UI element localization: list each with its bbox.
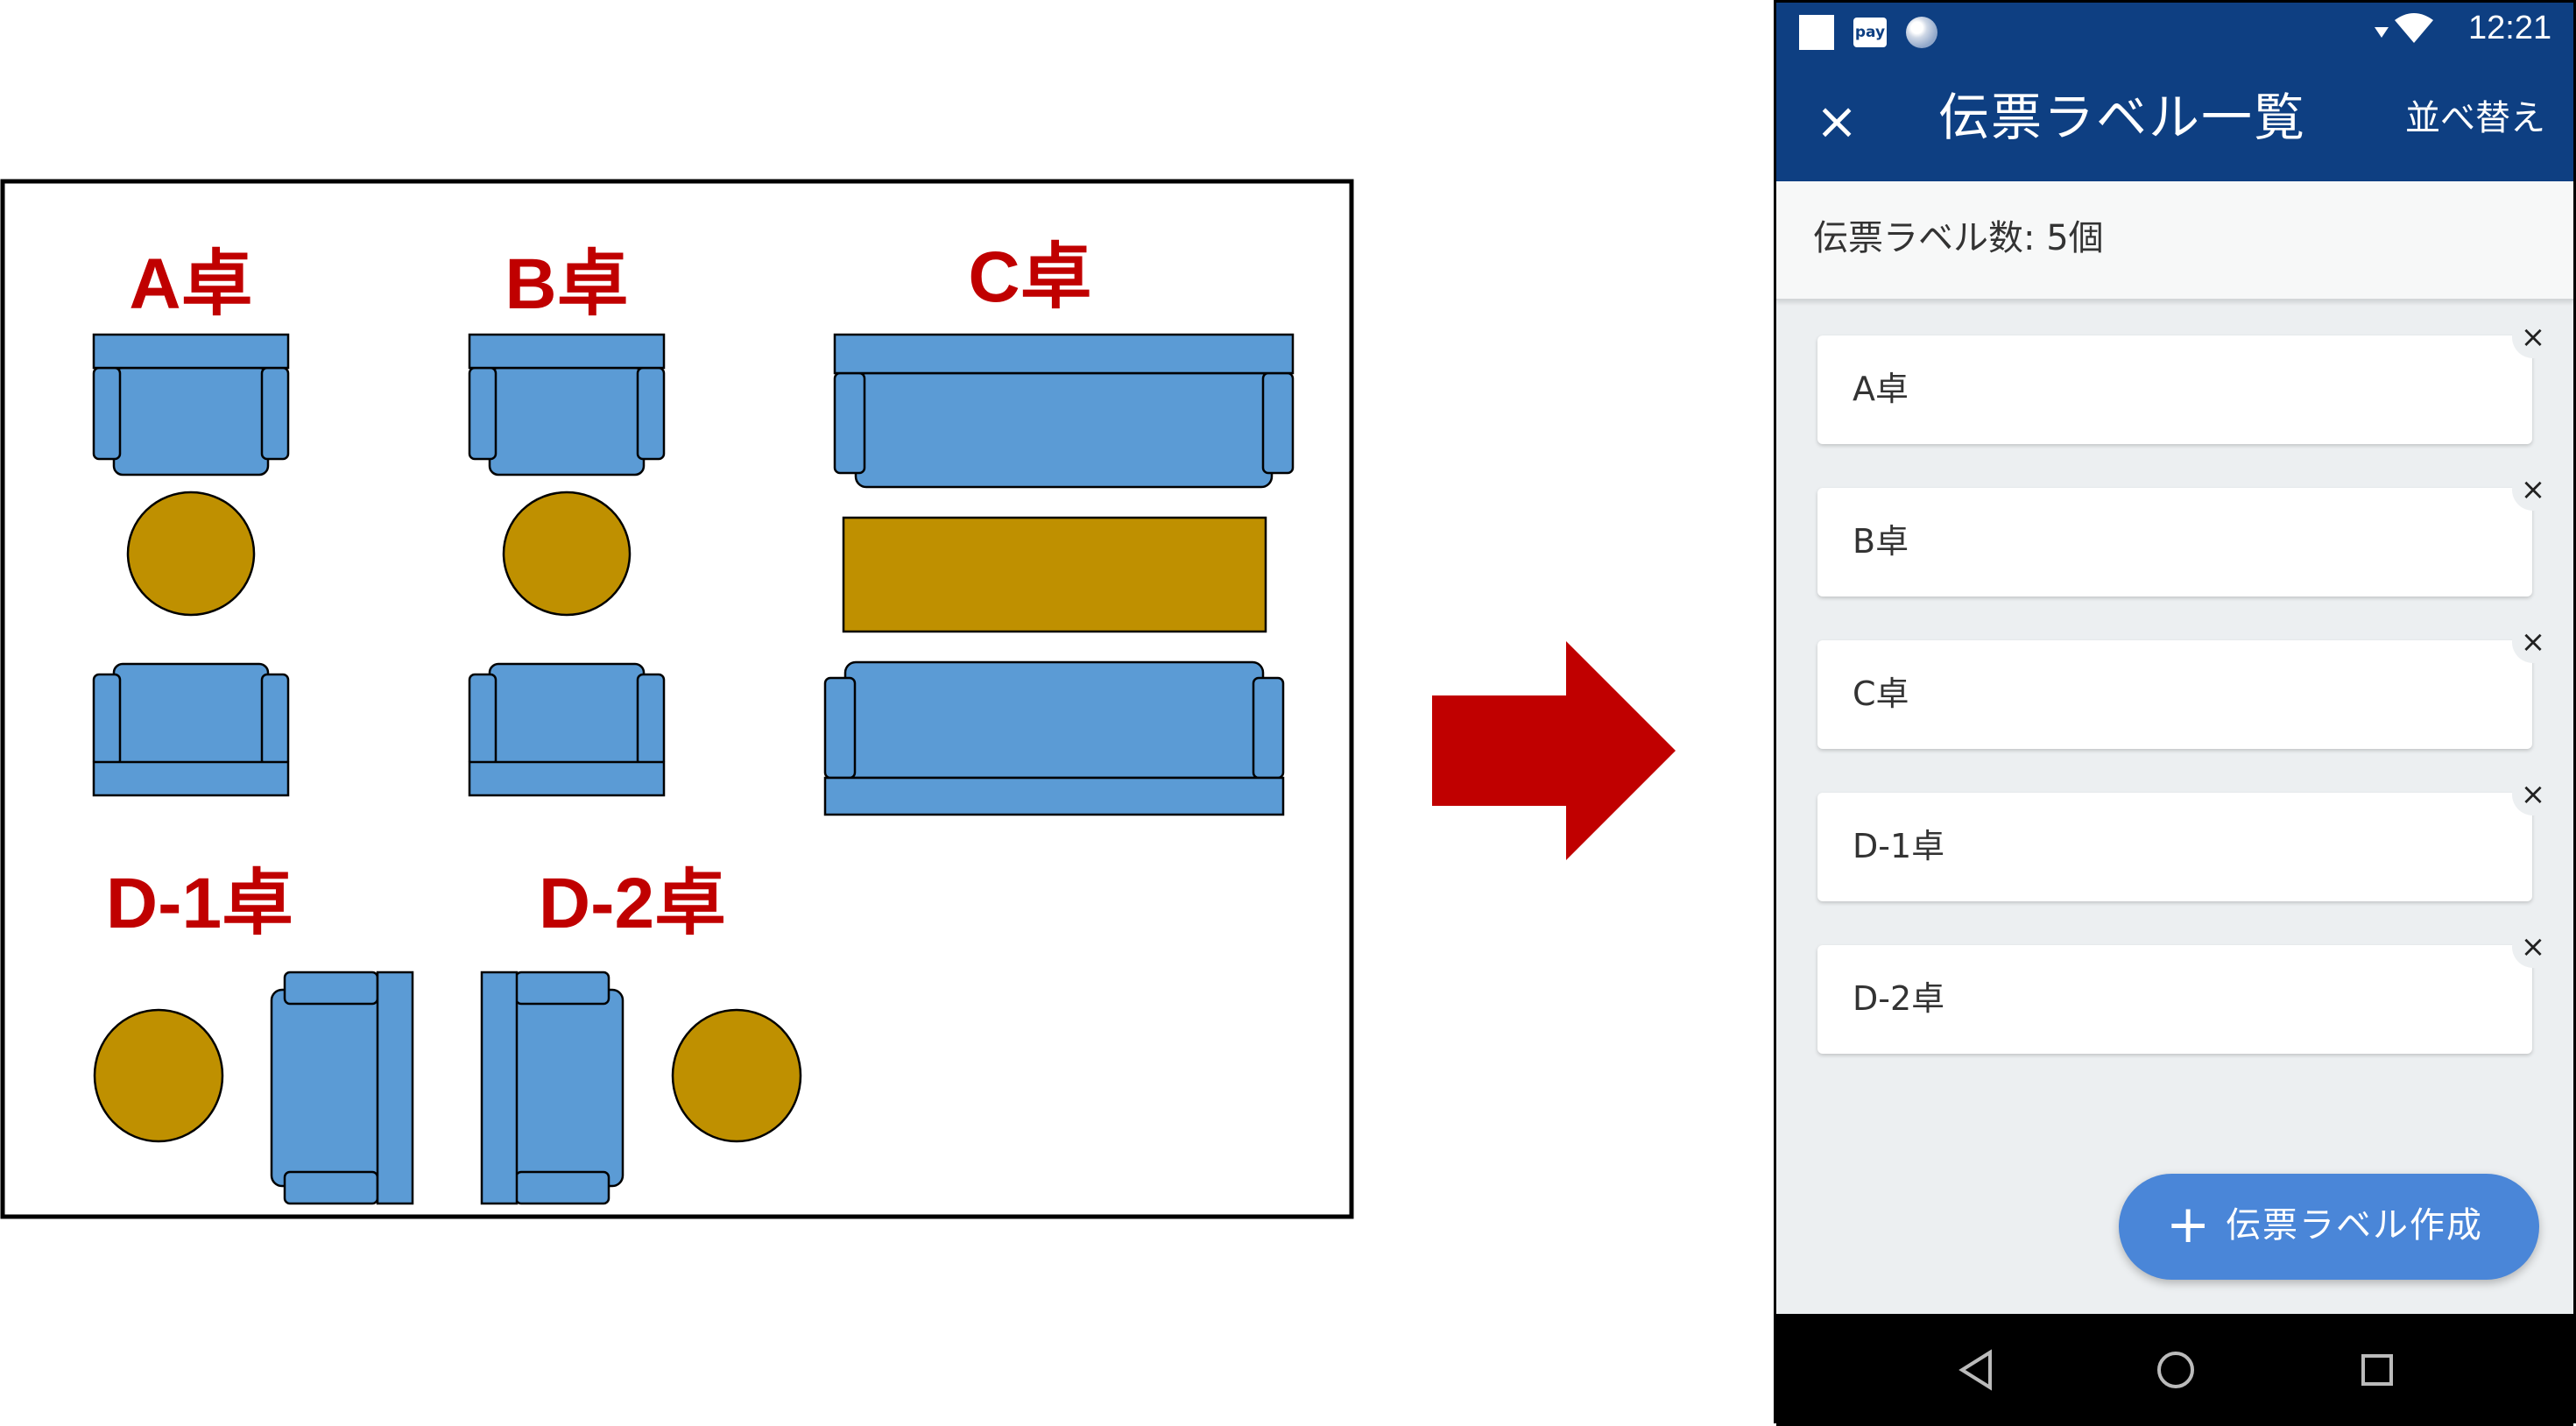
pay-icon: pay: [1853, 18, 1887, 47]
label-card-c[interactable]: C卓: [1817, 640, 2532, 749]
label-delete-d2-close-icon[interactable]: ×: [2512, 926, 2554, 968]
table-b: [502, 491, 632, 617]
table-a: [126, 491, 256, 617]
create-label-text: 伝票ラベル作成: [2226, 1205, 2483, 1246]
chair-a-bottom: [92, 662, 290, 797]
notification-square-icon: [1799, 15, 1834, 50]
chair-b-top: [468, 333, 666, 477]
phone-screen: pay 12:21 × 伝票ラベル一覧 並べ替え 伝票ラベル数: 5個 A卓 ×…: [1774, 0, 2576, 1426]
chair-d1: [270, 971, 414, 1205]
nav-bar: [1776, 1314, 2573, 1426]
app-bar: × 伝票ラベル一覧 並べ替え: [1776, 60, 2573, 181]
right-arrow: [1432, 641, 1676, 860]
table-label-d2: D-2卓: [539, 864, 726, 943]
sofa-c-top: [833, 333, 1295, 489]
table-c: [842, 516, 1267, 633]
plus-icon: +: [2166, 1194, 2211, 1255]
recents-icon[interactable]: [2358, 1349, 2396, 1394]
table-label-b: B卓: [505, 244, 628, 324]
chair-a-top: [92, 333, 290, 477]
label-delete-a-close-icon[interactable]: ×: [2512, 316, 2554, 358]
label-count-bar: 伝票ラベル数: 5個: [1776, 181, 2573, 300]
status-time: 12:21: [2468, 10, 2552, 46]
table-label-d1: D-1卓: [106, 864, 293, 943]
label-card-text: A卓: [1853, 370, 1909, 408]
label-delete-c-close-icon[interactable]: ×: [2512, 621, 2554, 663]
label-card-text: D-1卓: [1853, 827, 1945, 865]
close-icon[interactable]: ×: [1815, 91, 1859, 151]
table-d2: [671, 1008, 802, 1143]
signal-icon: [2375, 27, 2389, 38]
label-card-text: D-2卓: [1853, 979, 1945, 1018]
chair-d2: [480, 971, 625, 1205]
floor-plan-diagram: A卓 B卓 C卓 D-1卓 D-2卓: [0, 179, 1354, 1219]
create-label-button[interactable]: + 伝票ラベル作成: [2119, 1174, 2539, 1280]
table-label-a: A卓: [129, 244, 252, 324]
label-card-a[interactable]: A卓: [1817, 335, 2532, 444]
sofa-c-bottom: [823, 660, 1285, 816]
table-d1: [93, 1008, 224, 1143]
label-card-d1[interactable]: D-1卓: [1817, 793, 2532, 901]
chair-b-bottom: [468, 662, 666, 797]
label-card-text: C卓: [1853, 674, 1909, 713]
globe-icon: [1906, 17, 1937, 48]
floor-plan: A卓 B卓 C卓 D-1卓 D-2卓: [0, 179, 1354, 1219]
arrow-icon: [1432, 641, 1676, 860]
status-bar: pay 12:21: [1776, 3, 2573, 60]
wifi-icon: [2395, 13, 2433, 48]
table-label-c: C卓: [968, 237, 1091, 317]
label-card-d2[interactable]: D-2卓: [1817, 945, 2532, 1054]
label-delete-d1-close-icon[interactable]: ×: [2512, 773, 2554, 815]
home-icon[interactable]: [2155, 1349, 2197, 1394]
page-title: 伝票ラベル一覧: [1938, 88, 2307, 147]
back-icon[interactable]: [1957, 1349, 1995, 1394]
label-card-b[interactable]: B卓: [1817, 488, 2532, 597]
label-card-text: B卓: [1853, 522, 1909, 561]
label-delete-b-close-icon[interactable]: ×: [2512, 469, 2554, 511]
label-count-text: 伝票ラベル数: 5個: [1813, 218, 2104, 258]
sort-button[interactable]: 並べ替え: [2405, 98, 2545, 138]
